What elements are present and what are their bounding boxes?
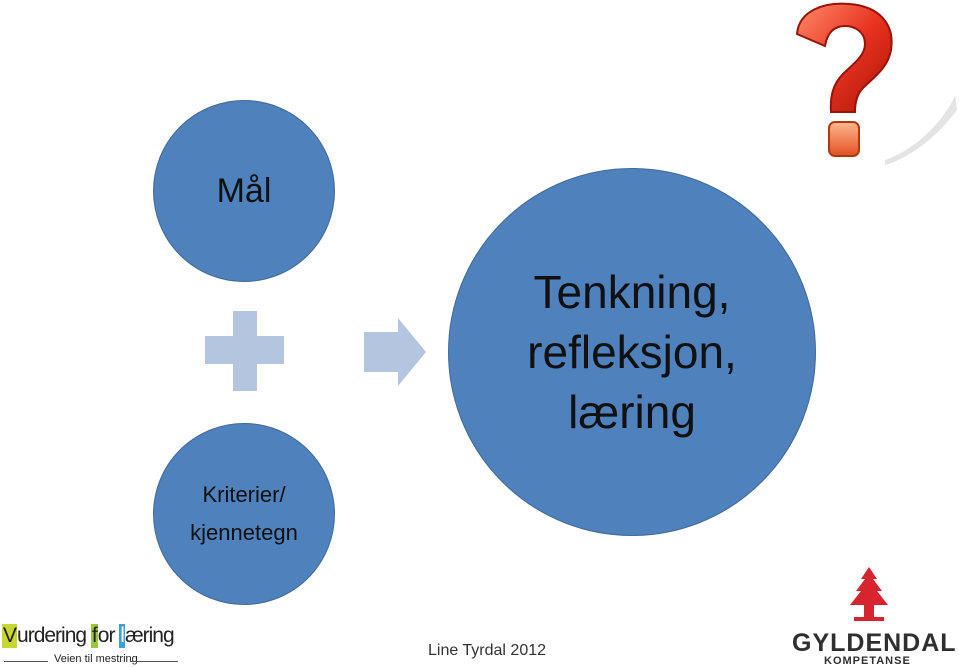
logo-left-word1: urdering	[17, 624, 87, 647]
logo-left-tagline: Veien til mestring	[54, 653, 138, 665]
criteria-label-line1: Kriterier/	[202, 482, 286, 507]
vurdering-for-laering-logo: Vurdering for læring Veien til mestring	[0, 622, 190, 667]
logo-left-title: Vurdering for læring	[2, 624, 175, 648]
criteria-label-line2: kjennetegn	[190, 520, 298, 545]
criteria-circle: Kriterier/ kjennetegn	[153, 423, 335, 605]
arrow-right-icon	[364, 318, 426, 386]
logo-left-word3: æring	[124, 624, 175, 647]
author-credit: Line Tyrdal 2012	[428, 642, 547, 659]
gyldendal-logo: GYLDENDAL KOMPETANSE	[790, 565, 957, 667]
tree-logo-icon	[850, 567, 888, 621]
goal-circle: Mål	[153, 100, 335, 282]
goal-label: Mål	[216, 171, 272, 210]
result-line1: Tenkning,	[533, 266, 731, 318]
result-line3: læring	[568, 386, 696, 438]
result-line2: refleksjon,	[527, 326, 737, 378]
logo-right-sub: KOMPETANSE	[824, 655, 911, 667]
logo-left-rule-left	[4, 661, 48, 662]
question-mark-icon	[795, 2, 957, 165]
logo-left-v: V	[2, 624, 17, 648]
logo-left-rule-right	[130, 661, 178, 662]
result-circle: Tenkning, refleksjon, læring	[448, 168, 816, 536]
logo-left-word2: or	[97, 624, 116, 647]
logo-left-f: f	[90, 624, 98, 648]
logo-right-name: GYLDENDAL	[792, 629, 957, 657]
logo-left-l: l	[119, 624, 125, 648]
